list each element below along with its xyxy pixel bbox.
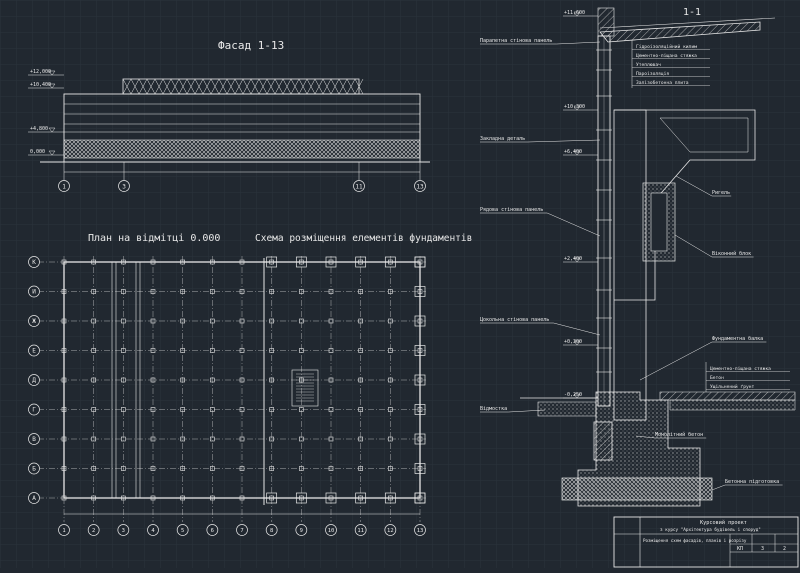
title-block-stage: КП bbox=[737, 546, 743, 552]
title-block: Курсовий проект з курсу "Архітектура буд… bbox=[613, 516, 799, 568]
title-block-sheet-title: Розміщення схем фасадів, планів і розріз… bbox=[643, 538, 747, 543]
section-elevation-mark: +0,300 bbox=[564, 339, 582, 345]
plan-column-label: 11 bbox=[357, 528, 364, 534]
section-callout-label: Закладна деталь bbox=[480, 136, 525, 142]
section-elevation-mark: -0,250 bbox=[564, 392, 582, 398]
plan-column-label: 13 bbox=[417, 528, 424, 534]
facade-axis-label: 1 bbox=[62, 184, 66, 191]
plan-column-bubble bbox=[414, 524, 426, 536]
roof-layer-label: Залізобетонна плита bbox=[636, 79, 689, 86]
plan-column-bubble bbox=[236, 524, 248, 536]
plan-row-label: И bbox=[32, 289, 36, 296]
plan-column-label: 9 bbox=[300, 528, 303, 534]
plan-row-bubble bbox=[28, 462, 40, 475]
plan-row-bubble bbox=[28, 374, 40, 386]
facade-axis-bubble bbox=[414, 180, 426, 192]
roof-layer-label: Цементно-піщана стяжка bbox=[636, 53, 697, 59]
plan-column-label: 3 bbox=[122, 528, 125, 534]
section-callout-label: Відмостка bbox=[480, 406, 507, 412]
plan-column-bubble bbox=[295, 524, 308, 536]
plan-row-bubble bbox=[28, 492, 40, 504]
section-callout-label: Парапетна стінова панель bbox=[480, 38, 552, 44]
plan-column-bubble bbox=[117, 524, 130, 536]
section-callout-label: Фундаментна балка bbox=[712, 335, 763, 342]
facade-axis-bubble bbox=[58, 180, 70, 192]
plan-column-bubble bbox=[147, 524, 159, 536]
plan-row-label: К bbox=[32, 259, 36, 266]
plan-row-label: Д bbox=[32, 377, 36, 384]
plan-column-label: 8 bbox=[270, 528, 273, 534]
section-callout-label: Монолітний бетон bbox=[655, 431, 703, 438]
plan-row-label: Б bbox=[32, 466, 36, 473]
title-block-sheets: 2 bbox=[783, 546, 786, 552]
plan-column-label: 7 bbox=[240, 528, 243, 534]
section-elevation-mark: +6,400 bbox=[564, 149, 582, 155]
plan-row-label: Е bbox=[32, 348, 36, 355]
plan-column-bubble bbox=[265, 524, 278, 536]
plan-column-bubble bbox=[384, 524, 397, 536]
roof-layer-label: Пароізоляція bbox=[636, 71, 669, 77]
floor-layer-label: Ущільнений ґрунт bbox=[710, 384, 754, 390]
roof-layer-label: Утеплювач bbox=[636, 62, 661, 68]
plan-row-bubble bbox=[28, 433, 40, 445]
plan-column-bubble bbox=[58, 524, 70, 536]
section-callout-label: Ригель bbox=[712, 190, 730, 196]
facade-axis-label: 3 bbox=[122, 184, 126, 191]
section-callout-label: Бетонна підготовка bbox=[725, 479, 779, 485]
plan-row-label: Г bbox=[32, 407, 36, 414]
plan-row-label: В bbox=[32, 436, 36, 443]
facade-title: Фасад 1-13 bbox=[218, 39, 284, 52]
facade-elevation-mark: +10,400 bbox=[30, 82, 51, 88]
plan-row-label: А bbox=[32, 495, 36, 502]
facade-elevation-mark: 0,000 bbox=[30, 149, 45, 155]
plan-column-bubble bbox=[325, 524, 337, 536]
section-elevation-mark: +2,400 bbox=[564, 256, 582, 262]
section-elevation-mark: +10,300 bbox=[564, 104, 585, 110]
plan-column-label: 10 bbox=[328, 528, 335, 534]
plan-column-label: 1 bbox=[62, 528, 65, 534]
roof-layer-label: Гідроізоляційний килим bbox=[636, 44, 697, 50]
floor-plan-drawing: План на відмітці 0.000 Схема розміщення … bbox=[28, 232, 472, 536]
floor-layer-label: Цементно-піщана стяжка bbox=[710, 366, 771, 372]
plan-row-bubble bbox=[28, 344, 40, 357]
facade-elevation-mark: +12,000 bbox=[30, 69, 51, 75]
plan-column-bubble bbox=[354, 524, 367, 536]
section-callout-label: Цокольна стінова панель bbox=[480, 317, 549, 323]
section-callout-label: Рядова стінова панель bbox=[480, 207, 543, 213]
plan-column-label: 4 bbox=[151, 528, 155, 534]
title-block-subject: з курсу "Архітектура будівель і споруд" bbox=[660, 526, 761, 533]
plan-column-label: 12 bbox=[387, 528, 394, 534]
plan-row-bubble bbox=[28, 403, 40, 416]
title-block-project: Курсовий проект bbox=[700, 520, 747, 526]
foundation-scheme-title: Схема розміщення елементів фундаментів bbox=[255, 233, 472, 244]
plan-column-bubble bbox=[176, 524, 189, 536]
section-title: 1-1 bbox=[683, 7, 701, 18]
plan-row-bubble bbox=[28, 256, 40, 268]
plan-column-label: 2 bbox=[92, 528, 95, 534]
facade-axis-bubble bbox=[353, 180, 365, 192]
plan-column-bubble bbox=[87, 524, 100, 536]
plan-title: План на відмітці 0.000 bbox=[88, 232, 220, 244]
section-callout-label: Віконний блок bbox=[712, 250, 751, 257]
facade-axis-label: 13 bbox=[416, 184, 424, 191]
plan-column-bubble bbox=[206, 524, 219, 536]
plan-row-bubble bbox=[28, 285, 40, 298]
facade-axis-bubble bbox=[118, 180, 130, 192]
plan-row-bubble bbox=[28, 315, 40, 327]
section-elevation-mark: +11,600 bbox=[564, 10, 585, 16]
facade-axis-label: 11 bbox=[355, 184, 363, 191]
plan-row-label: Ж bbox=[32, 318, 36, 325]
floor-layer-label: Бетон bbox=[710, 375, 724, 381]
plan-column-label: 6 bbox=[211, 528, 214, 534]
section-1-1-drawing: 1-1 +11,600 +10,300 +6,400 +2,400 +0,300 -0,2… bbox=[480, 7, 796, 507]
facade-elevation-mark: +4,800 bbox=[30, 126, 48, 132]
plan-column-label: 5 bbox=[181, 528, 184, 534]
title-block-sheet: 3 bbox=[761, 546, 764, 552]
